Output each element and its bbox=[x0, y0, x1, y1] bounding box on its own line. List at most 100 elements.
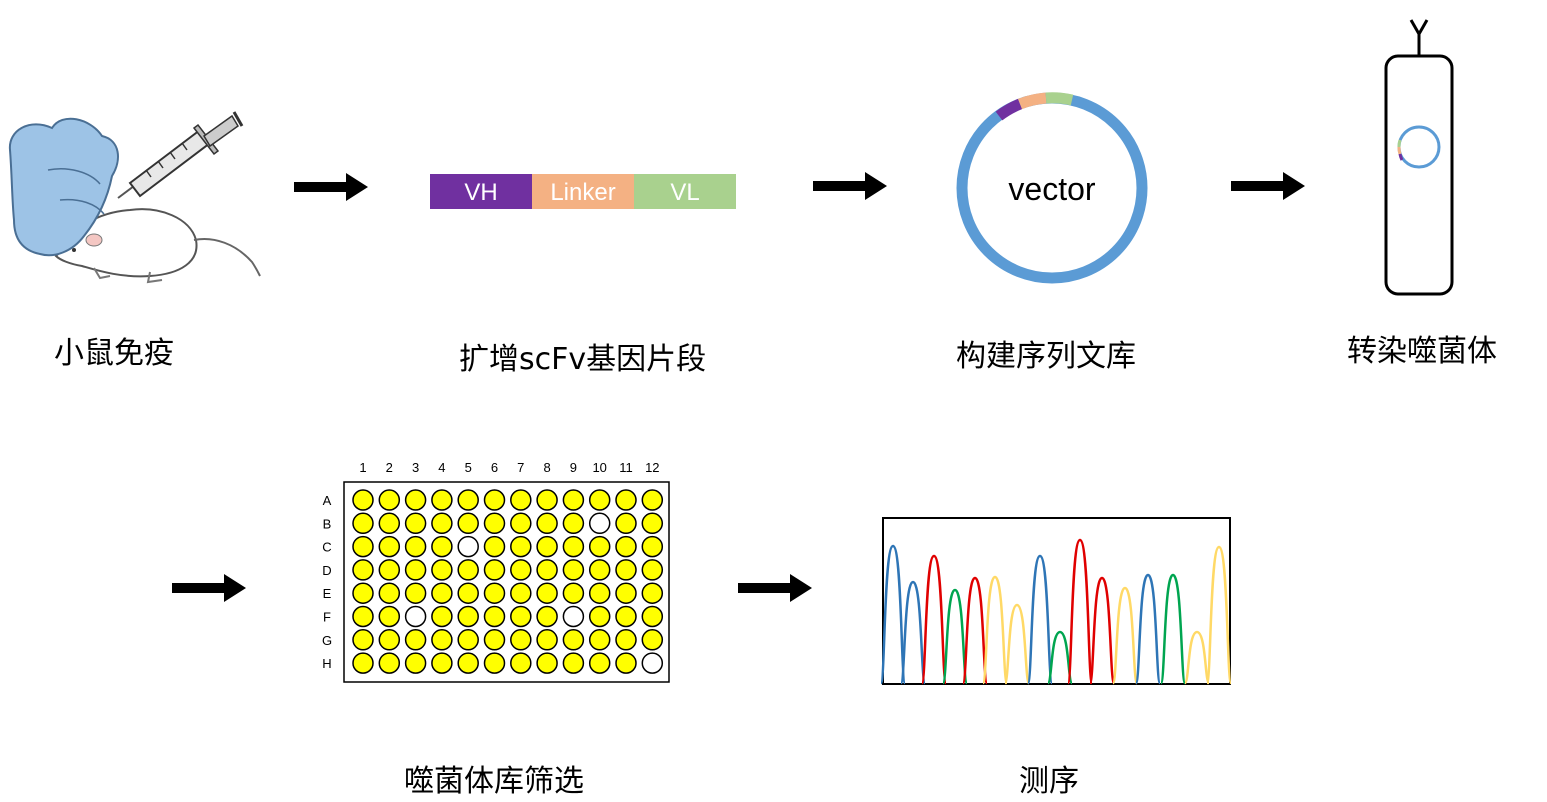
plate-well bbox=[457, 629, 479, 651]
plate-well bbox=[588, 605, 611, 628]
plate-well bbox=[615, 559, 637, 581]
plate-well bbox=[562, 582, 585, 604]
plate-well bbox=[457, 512, 479, 535]
plate-well bbox=[457, 582, 479, 604]
scfv-segment-label: Linker bbox=[550, 179, 615, 206]
plate-column-label: 5 bbox=[465, 460, 472, 475]
arrow-icon bbox=[1231, 172, 1305, 200]
plate-well bbox=[536, 535, 558, 558]
plate-row-label: B bbox=[323, 516, 332, 531]
plate-well bbox=[641, 652, 664, 674]
step-label-sequencing: 测序 bbox=[1019, 764, 1079, 799]
plate-well bbox=[615, 489, 637, 511]
plate-column-label: 10 bbox=[592, 460, 606, 475]
syringe-icon bbox=[117, 111, 244, 199]
plate-well bbox=[404, 535, 427, 558]
plasmid-vh-insert bbox=[995, 98, 1023, 121]
plate-well bbox=[352, 582, 374, 604]
chromatogram-peak bbox=[1159, 573, 1187, 685]
chromatogram-peak bbox=[1026, 554, 1054, 685]
plate-well bbox=[536, 605, 558, 628]
plate-well bbox=[510, 582, 532, 604]
plate-well bbox=[378, 582, 401, 604]
plate-well bbox=[404, 605, 427, 628]
plate-well bbox=[562, 629, 585, 651]
plate-row-label: C bbox=[322, 540, 331, 555]
plate-well bbox=[588, 629, 611, 651]
plate-well bbox=[431, 629, 453, 651]
plate-well bbox=[431, 652, 453, 674]
plate-well bbox=[404, 559, 427, 581]
plate-well bbox=[457, 605, 479, 628]
chromatogram-peak bbox=[1134, 573, 1162, 685]
mouse-injection-illustration bbox=[8, 111, 261, 284]
plate-row-label: H bbox=[322, 656, 331, 671]
chromatogram-peak bbox=[961, 576, 989, 685]
plate-well bbox=[536, 489, 558, 511]
plate-well bbox=[510, 605, 532, 628]
plate-well bbox=[457, 489, 479, 511]
plate-row-label: A bbox=[323, 493, 332, 508]
step-label-phage: 转染噬菌体 bbox=[1347, 334, 1497, 369]
plate-well bbox=[536, 582, 558, 604]
plate-well bbox=[378, 629, 401, 651]
plate-well bbox=[536, 559, 558, 581]
chromatogram-peak bbox=[879, 544, 907, 685]
scfv-segment-vh bbox=[430, 174, 532, 209]
plate-well bbox=[431, 559, 453, 581]
scfv-segment-label: VH bbox=[464, 179, 497, 206]
plate-well bbox=[615, 605, 637, 628]
chromatogram-peak bbox=[1066, 538, 1094, 685]
plate-well bbox=[483, 629, 506, 651]
plate-frame bbox=[343, 481, 670, 683]
plate-well bbox=[483, 489, 506, 511]
plate-column-label: 7 bbox=[517, 460, 524, 475]
chromatogram-peak bbox=[1111, 586, 1139, 685]
plate-well bbox=[588, 652, 611, 674]
plate-well bbox=[588, 535, 611, 558]
plate-well bbox=[431, 582, 453, 604]
plate-well bbox=[404, 629, 427, 651]
arrow-icon bbox=[294, 173, 368, 201]
arrow-icon bbox=[172, 574, 246, 602]
plate-well bbox=[378, 535, 401, 558]
plate-column-label: 1 bbox=[359, 460, 366, 475]
plate-well bbox=[510, 629, 532, 651]
plate-column-label: 11 bbox=[619, 460, 633, 475]
plate-well bbox=[352, 489, 374, 511]
phage-illustration bbox=[1384, 19, 1454, 296]
plate-well bbox=[562, 559, 585, 581]
plate-well bbox=[510, 489, 532, 511]
glove-icon bbox=[8, 117, 119, 257]
plate-well bbox=[641, 605, 664, 628]
plate-well bbox=[510, 512, 532, 535]
plate-well bbox=[378, 489, 401, 511]
chromatogram-peak bbox=[1088, 576, 1116, 685]
plate-row-label: E bbox=[323, 586, 332, 601]
chromatogram-peak bbox=[1205, 545, 1233, 685]
plate-well bbox=[562, 489, 585, 511]
arrows-group bbox=[172, 172, 1305, 602]
chromatogram-peak bbox=[899, 580, 927, 685]
plate-well bbox=[562, 605, 585, 628]
plate-well bbox=[615, 652, 637, 674]
plate-well bbox=[615, 582, 637, 604]
plate-well bbox=[536, 652, 558, 674]
plate-column-label: 8 bbox=[543, 460, 550, 475]
plate-well bbox=[536, 629, 558, 651]
plate-well bbox=[641, 489, 664, 511]
chromatogram-peak bbox=[1003, 603, 1031, 685]
plasmid-vl-insert bbox=[1045, 92, 1074, 106]
plate-well bbox=[510, 559, 532, 581]
plate-well bbox=[615, 629, 637, 651]
plate-well bbox=[431, 535, 453, 558]
plate-well bbox=[641, 582, 664, 604]
plate-well bbox=[483, 652, 506, 674]
scfv-segment-vl bbox=[634, 174, 736, 209]
chromatogram-peak bbox=[1183, 630, 1211, 685]
plate-well bbox=[615, 512, 637, 535]
plate-well bbox=[404, 582, 427, 604]
plate-well bbox=[378, 559, 401, 581]
